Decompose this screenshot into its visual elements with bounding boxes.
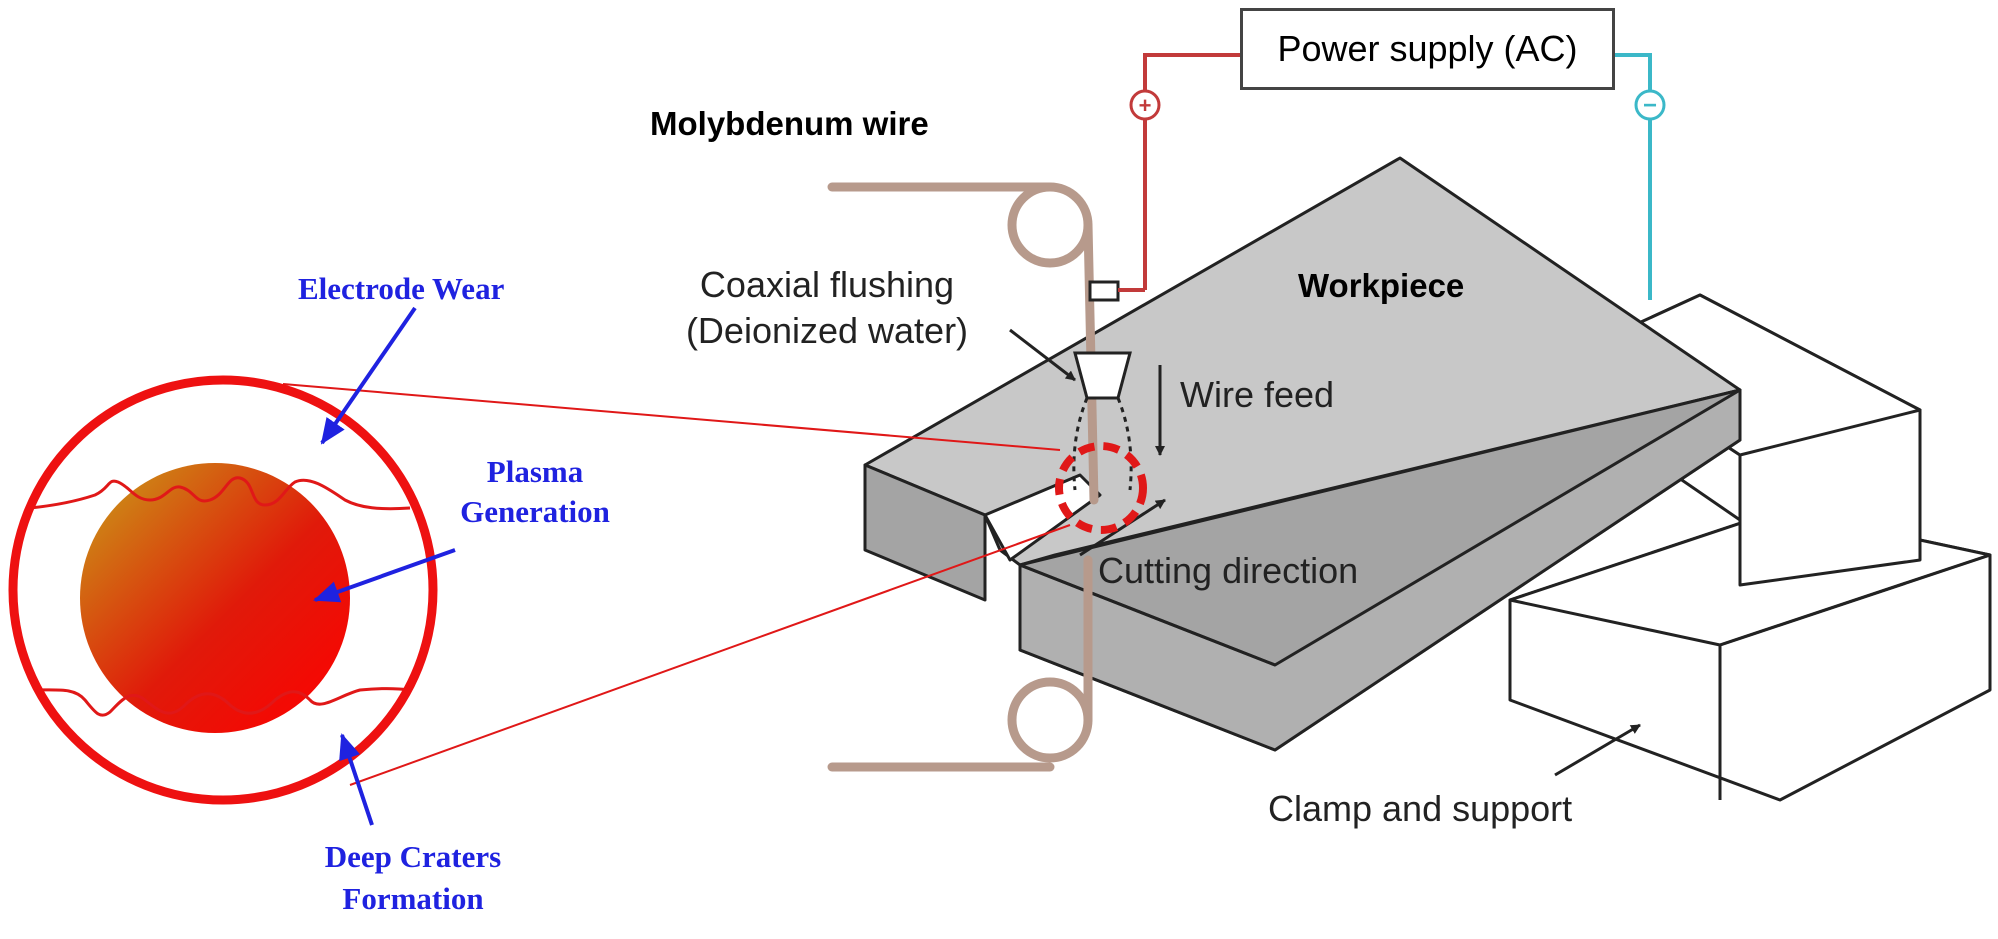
deep-craters-line2: Formation [342,881,484,917]
upper-discharge-line [29,476,411,511]
zoom-connector-bottom [349,524,1071,786]
cutting-direction-label: Cutting direction [1098,550,1359,591]
deep-craters-label: Deep Craters Formation [298,839,528,917]
zoom-connector-top [282,383,1061,451]
plasma-generation-line1: Plasma [486,454,584,489]
plasma-generation-label: Plasma Generation [440,454,630,530]
plasma-generation-line2: Generation [460,494,610,530]
electrode-wear-label: Electrode Wear [298,271,505,306]
coaxial-leader [1009,328,1076,382]
power-supply-label: Power supply (AC) [1277,28,1578,69]
power-supply-box: Power supply (AC) [1240,8,1615,90]
wire-feed-label: Wire feed [1180,374,1335,415]
clamp-leader [1554,723,1641,777]
positive-terminal-icon: + [1129,89,1161,121]
plasma-generation-arrow [313,548,456,603]
flushing-nozzle [1072,351,1133,491]
spark-gap-highlight [1055,442,1147,534]
workpiece-label: Workpiece [1298,267,1465,304]
negative-terminal-icon: − [1634,89,1666,121]
svg-text:−: − [1643,92,1657,119]
molybdenum-wire-label: Molybdenum wire [650,105,929,142]
workpiece [863,156,1742,752]
coaxial-flushing-line2: (Deionized water) [685,309,969,351]
cutting-direction-arrow [1079,498,1166,557]
svg-text:+: + [1139,93,1152,118]
lower-discharge-line [34,687,411,717]
coaxial-flushing-line1: Coaxial flushing [699,264,955,305]
negative-lead [1615,53,1652,300]
magnified-spark-view [8,375,438,805]
wire-contact-block [1088,280,1120,302]
electrode-wear-arrow [320,306,417,445]
positive-lead [1143,53,1240,290]
zoom-circle [8,375,438,805]
clamp-and-support-label: Clamp and support [1268,788,1573,829]
deep-craters-arrow [339,733,374,826]
deep-craters-line1: Deep Craters [324,839,502,874]
coaxial-flushing-label: Coaxial flushing (Deionized water) [662,265,992,350]
plasma-ball [80,463,350,733]
